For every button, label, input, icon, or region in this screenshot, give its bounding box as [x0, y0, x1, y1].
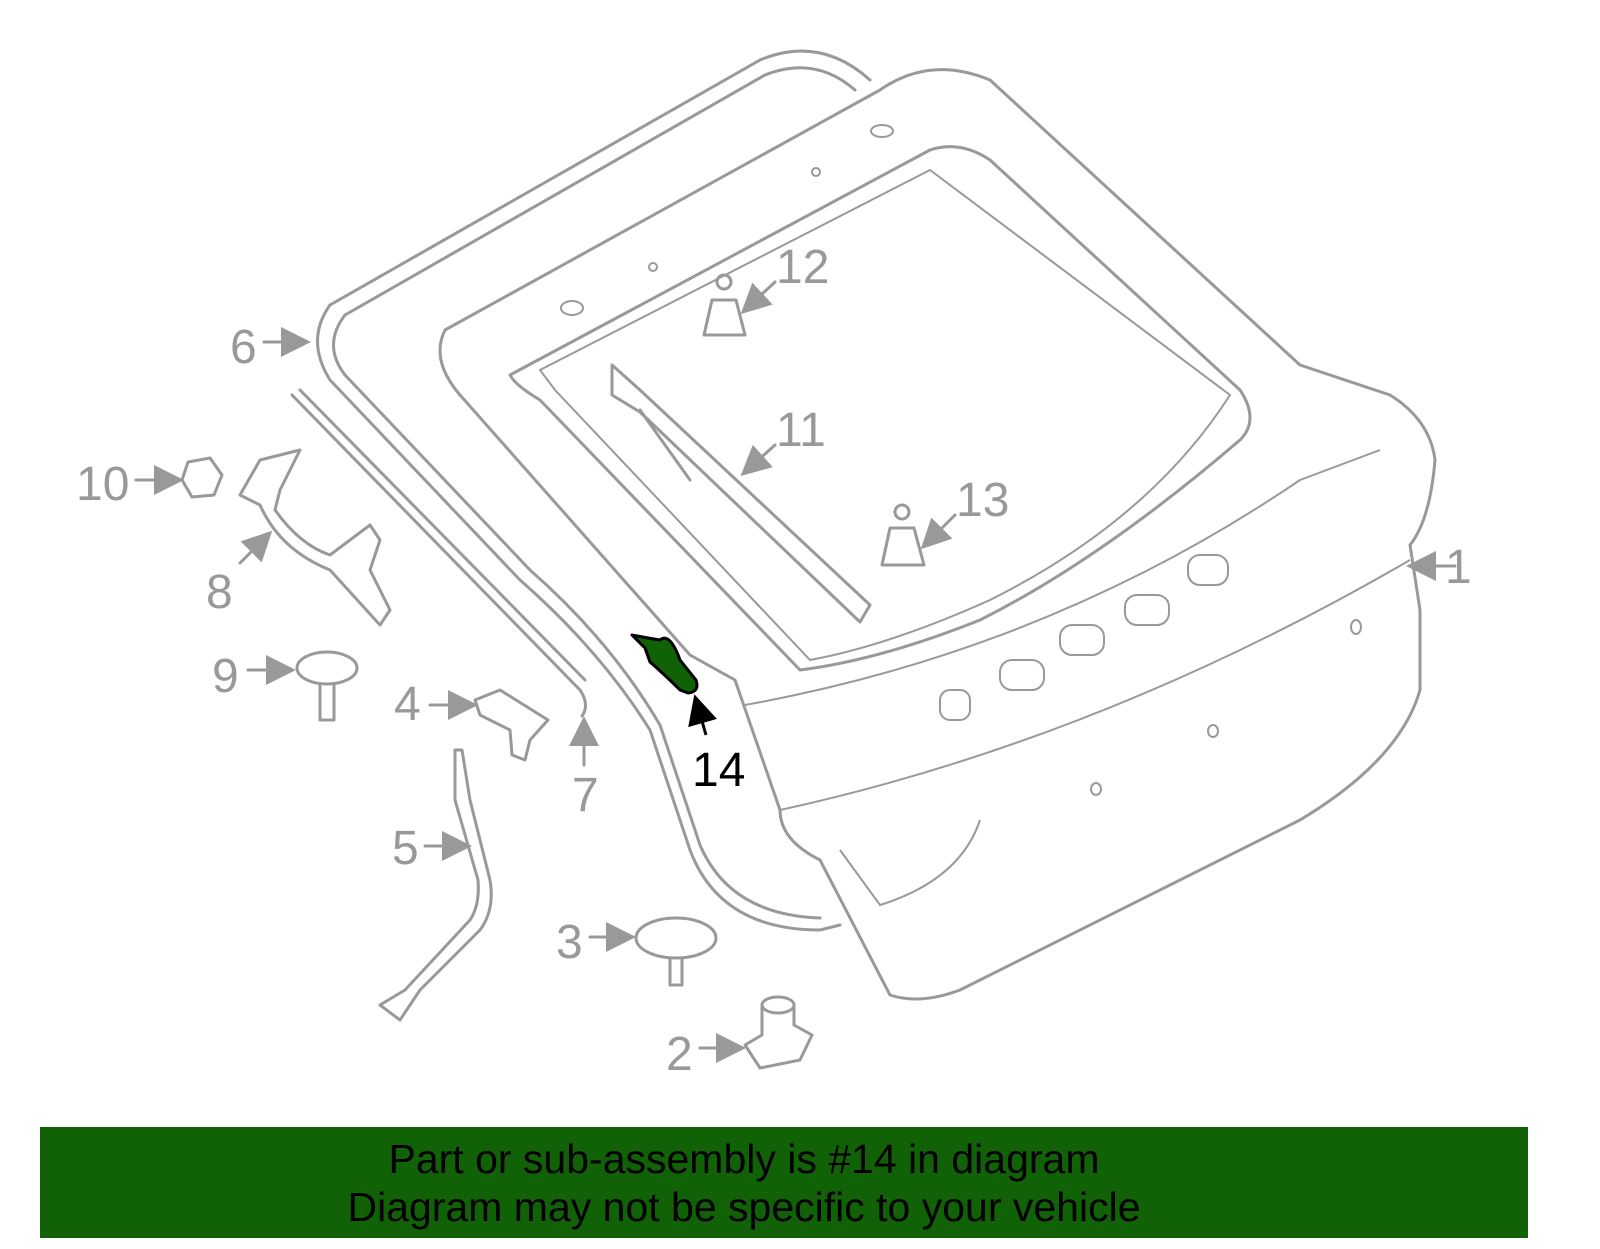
callout-3: 3	[556, 916, 583, 969]
callout-4: 4	[394, 678, 421, 731]
part-10-nut	[180, 456, 224, 499]
part-13-bumper	[880, 503, 926, 567]
callout-11: 11	[776, 404, 826, 457]
callout-9: 9	[212, 650, 239, 703]
part-3-plug	[634, 916, 718, 987]
part-11-lift-support	[610, 363, 872, 624]
callout-10: 10	[76, 458, 129, 511]
part-2-bumper	[743, 995, 814, 1070]
callout-1: 1	[1445, 541, 1472, 594]
callout-8: 8	[206, 566, 233, 619]
callout-arrows	[134, 280, 1457, 1063]
part-1-liftgate	[438, 68, 1437, 1001]
part-12-bumper	[702, 273, 747, 337]
callout-13: 13	[956, 474, 1009, 527]
part-9-grommet	[295, 650, 359, 722]
part-7-strip	[290, 393, 587, 718]
banner-line-1: Part or sub-assembly is #14 in diagram	[388, 1136, 1100, 1182]
part-8-hinge	[238, 448, 392, 627]
part-6-weatherstrip	[316, 49, 872, 932]
part-5-drain-hose	[378, 748, 493, 1022]
callout-12: 12	[776, 241, 829, 294]
part-7-strip-edge	[298, 388, 587, 682]
info-banner: Part or sub-assembly is #14 in diagram D…	[40, 1127, 1528, 1238]
callout-5: 5	[392, 822, 419, 875]
callout-7: 7	[572, 769, 599, 822]
part-14-highlighted	[630, 633, 699, 695]
callout-6: 6	[230, 321, 257, 374]
callout-14: 14	[692, 744, 745, 797]
callout-2: 2	[666, 1028, 693, 1081]
banner-line-2: Diagram may not be specific to your vehi…	[347, 1184, 1141, 1230]
part-4-bracket	[473, 688, 550, 762]
